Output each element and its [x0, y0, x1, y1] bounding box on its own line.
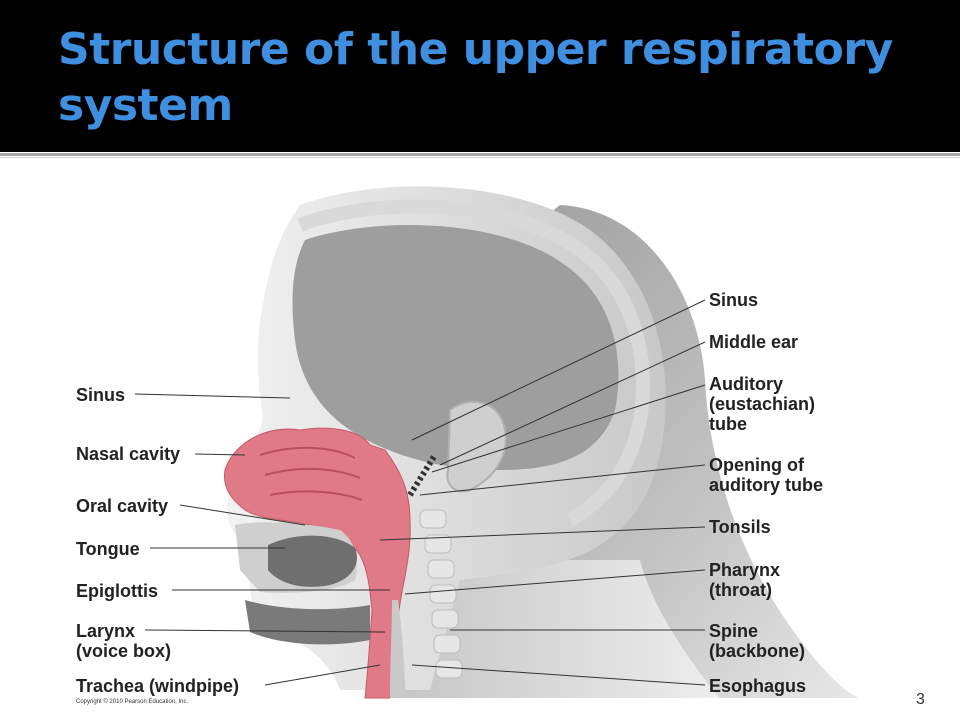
esophagus-tube	[390, 600, 406, 698]
tongue-shape	[268, 535, 358, 587]
label-opening-1: Opening of	[709, 455, 804, 475]
brain-region	[292, 225, 619, 470]
label-auditory-tube-3: tube	[709, 414, 747, 434]
ear-shape	[446, 400, 507, 493]
label-tonsils: Tonsils	[709, 517, 771, 537]
jaw-shape	[245, 600, 370, 645]
nasal-turbinates	[259, 446, 363, 501]
label-pharynx-2: (throat)	[709, 580, 772, 600]
slide-title: Structure of the upper respiratory syste…	[58, 24, 893, 131]
label-larynx: Larynx	[76, 621, 136, 641]
label-pharynx-1: Pharynx	[709, 560, 781, 580]
label-esophagus: Esophagus	[709, 676, 807, 696]
label-auditory-tube-2: (eustachian)	[709, 394, 816, 414]
spine-vertebrae	[419, 509, 463, 679]
copyright-notice: Copyright © 2010 Pearson Education, Inc.	[76, 699, 189, 705]
page-number: 3	[916, 691, 925, 708]
title-bar: Structure of the upper respiratory syste…	[0, 0, 960, 152]
label-sinus-right: Sinus	[709, 290, 759, 310]
title-divider	[0, 153, 960, 156]
label-spine-2: (backbone)	[709, 641, 806, 661]
label-spine-1: Spine	[709, 621, 759, 641]
title-divider-thin	[0, 157, 960, 158]
label-nasal-cavity: Nasal cavity	[76, 444, 181, 464]
label-trachea: Trachea (windpipe)	[76, 676, 240, 696]
label-sinus-left: Sinus	[76, 385, 126, 405]
auditory-tube	[407, 453, 438, 497]
skull-outline	[297, 199, 650, 527]
label-opening-2: auditory tube	[709, 475, 824, 495]
label-tongue: Tongue	[76, 539, 140, 559]
label-middle-ear: Middle ear	[709, 332, 799, 352]
label-epiglottis: Epiglottis	[76, 581, 158, 601]
leader-lines	[134, 299, 706, 686]
label-larynx-sub: (voice box)	[76, 641, 172, 661]
label-auditory-tube-1: Auditory	[709, 374, 783, 394]
label-oral-cavity: Oral cavity	[76, 496, 169, 516]
